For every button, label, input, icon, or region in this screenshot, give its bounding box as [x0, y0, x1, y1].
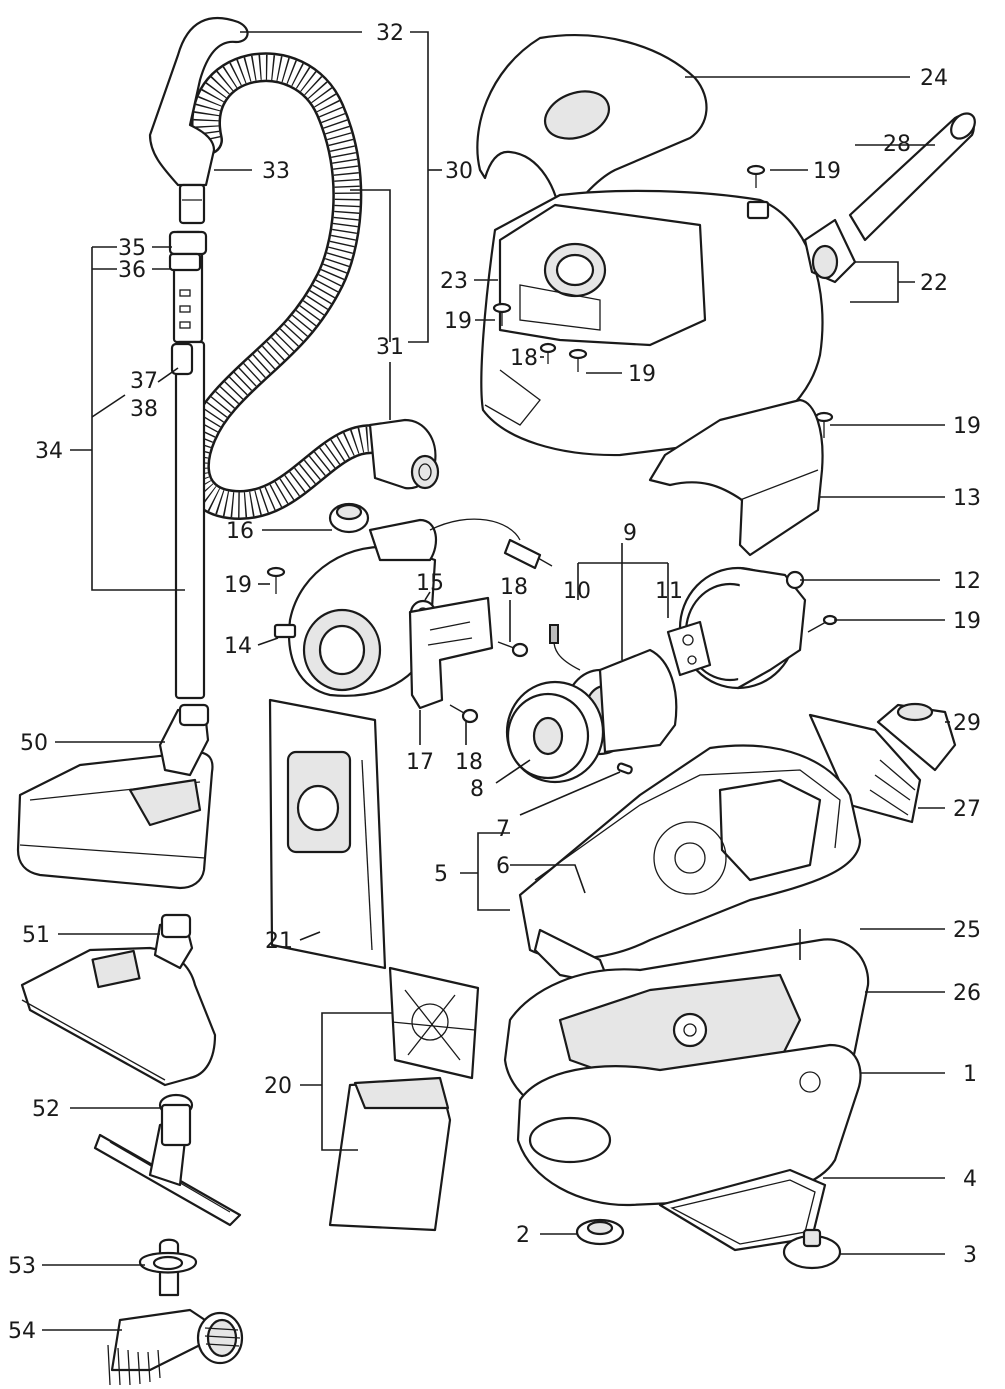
tool-29: [876, 702, 957, 772]
motor-filter-8: [505, 680, 605, 784]
callout-7: 7: [496, 817, 510, 842]
callout-19-mid: 19: [628, 362, 656, 387]
callout-29: 29: [953, 711, 981, 736]
callout-24: 24: [920, 66, 948, 91]
motor-bracket-11: [666, 620, 712, 677]
callout-26: 26: [953, 981, 981, 1006]
callout-17: 17: [406, 750, 434, 775]
motor-cover-13: [648, 398, 824, 557]
screw-18a: [539, 342, 557, 364]
bottom-shell-1: [516, 1043, 862, 1207]
container-body-5: [518, 744, 862, 987]
callout-19-motor: 19: [953, 609, 981, 634]
callout-19-reel: 19: [224, 573, 252, 598]
callout-51: 51: [22, 923, 50, 948]
callout-22: 22: [920, 271, 948, 296]
tube-clip: [168, 230, 208, 256]
callout-53: 53: [8, 1254, 36, 1279]
screw-18c: [449, 704, 479, 724]
crevice-tool-28: [848, 112, 976, 242]
filter-cover-4: [658, 1168, 827, 1252]
callout-14: 14: [224, 634, 252, 659]
cord-reel-14: [273, 518, 553, 697]
callout-15: 15: [416, 571, 444, 596]
callout-1: 1: [963, 1062, 977, 1087]
callout-28: 28: [883, 132, 911, 157]
callout-19-top: 19: [813, 159, 841, 184]
screws: [266, 164, 838, 724]
callout-32: 32: [376, 21, 404, 46]
callout-18-top: 18: [510, 346, 538, 371]
callout-9: 9: [623, 521, 637, 546]
wheel-3: [782, 1228, 842, 1270]
callout-37: 37: [130, 369, 158, 394]
filter-20: [328, 966, 480, 1232]
callout-30: 30: [445, 159, 473, 184]
callout-19-left: 19: [444, 309, 472, 334]
dust-bag-21: [268, 698, 387, 970]
clip-53: [138, 1238, 198, 1297]
callout-33: 33: [262, 159, 290, 184]
callout-35: 35: [118, 236, 146, 261]
adapter-22: [803, 218, 857, 284]
callout-54: 54: [8, 1319, 36, 1344]
screw-19e: [266, 566, 286, 594]
callout-10: 10: [563, 579, 591, 604]
screw-18b: [497, 641, 529, 658]
callout-25: 25: [953, 918, 981, 943]
callout-20: 20: [264, 1074, 292, 1099]
telescopic-tube: [168, 230, 208, 700]
callout-27: 27: [953, 797, 981, 822]
tube-slider: [170, 342, 194, 376]
crevice-nozzle-52: [93, 1093, 242, 1227]
callout-50: 50: [20, 731, 48, 756]
callout-21: 21: [265, 929, 293, 954]
callout-18-board: 18: [500, 575, 528, 600]
power-plug: [503, 538, 542, 570]
brush-nozzle-54: [107, 1308, 244, 1386]
callout-38: 38: [130, 397, 158, 422]
callout-5: 5: [434, 862, 448, 887]
hose-handle: [148, 17, 249, 187]
circuit-board-17: [408, 596, 494, 710]
screw-19a: [746, 164, 766, 188]
wheel-2: [575, 1218, 625, 1246]
callout-8: 8: [470, 777, 484, 802]
leader-lines: [42, 31, 950, 1331]
callout-13: 13: [953, 486, 981, 511]
callout-12: 12: [953, 569, 981, 594]
callout-6: 6: [496, 854, 510, 879]
screw-19b: [492, 302, 512, 326]
screw-19d: [814, 411, 834, 438]
callout-52: 52: [32, 1097, 60, 1122]
callout-18-bottom: 18: [455, 750, 483, 775]
screw-19c: [568, 348, 588, 372]
handle-tube-end: [178, 183, 206, 225]
screw-19f: [807, 614, 838, 633]
turbo-nozzle-51: [20, 913, 217, 1087]
callout-36: 36: [118, 258, 146, 283]
callout-16: 16: [226, 519, 254, 544]
callout-2: 2: [516, 1223, 530, 1248]
callout-3: 3: [963, 1243, 977, 1268]
floor-nozzle-50: [16, 703, 214, 890]
pin-7: [616, 762, 633, 775]
callout-34: 34: [35, 439, 63, 464]
callout-19-right: 19: [953, 414, 981, 439]
top-cover-24: [476, 34, 708, 222]
callout-11: 11: [655, 579, 683, 604]
callout-31: 31: [376, 335, 404, 360]
callout-labels: 32 30 33 31 35 36 37 38 34 24 28 19 22 2…: [8, 21, 981, 1344]
callout-23: 23: [440, 269, 468, 294]
callout-4: 4: [963, 1167, 977, 1192]
upper-housing: [480, 189, 824, 457]
knob-16: [328, 502, 370, 534]
hose-handle-assembly: [148, 17, 440, 520]
